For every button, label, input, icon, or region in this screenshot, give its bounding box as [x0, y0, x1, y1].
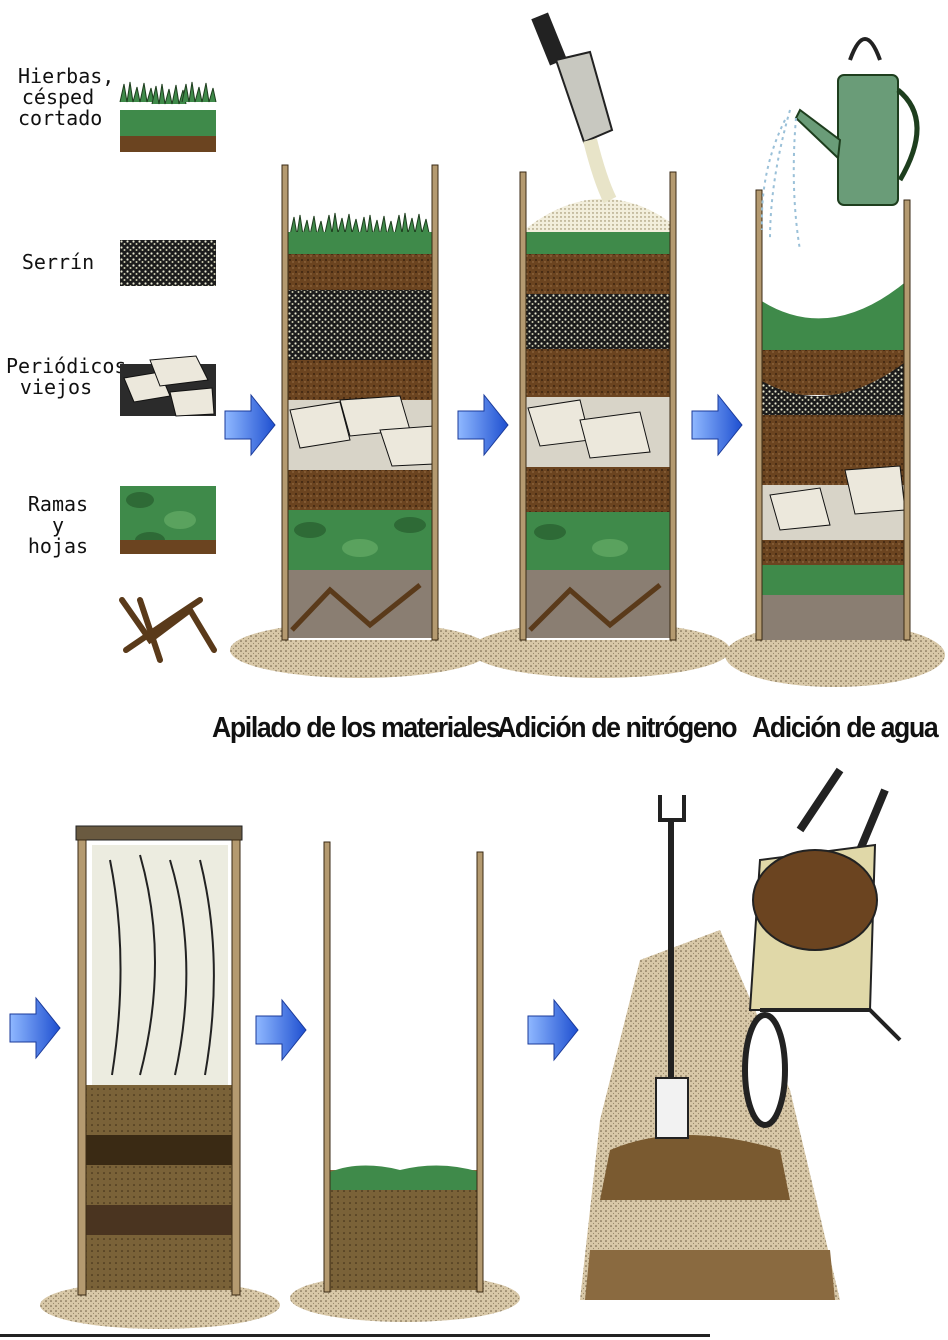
swatch-branches	[122, 600, 214, 660]
pile-water	[725, 190, 945, 687]
arrow-icon-3	[692, 395, 742, 455]
pile-finished	[290, 842, 520, 1322]
scoop-icon	[531, 12, 612, 200]
watering-can-icon	[762, 39, 917, 250]
swatch-leaves	[120, 486, 216, 554]
bottom-rule	[0, 1334, 710, 1337]
swatch-newspapers	[120, 356, 216, 416]
arrow-icon-5	[256, 1000, 306, 1060]
wheelbarrow-icon	[745, 770, 900, 1125]
pile-covered	[40, 826, 280, 1329]
pile-nitrogen	[470, 172, 730, 678]
swatch-grass	[120, 82, 216, 152]
swatch-sawdust	[120, 240, 216, 286]
arrow-icon-2	[458, 395, 508, 455]
arrow-icon-1	[225, 395, 275, 455]
arrow-icon-6	[528, 1000, 578, 1060]
arrow-icon-4	[10, 998, 60, 1058]
